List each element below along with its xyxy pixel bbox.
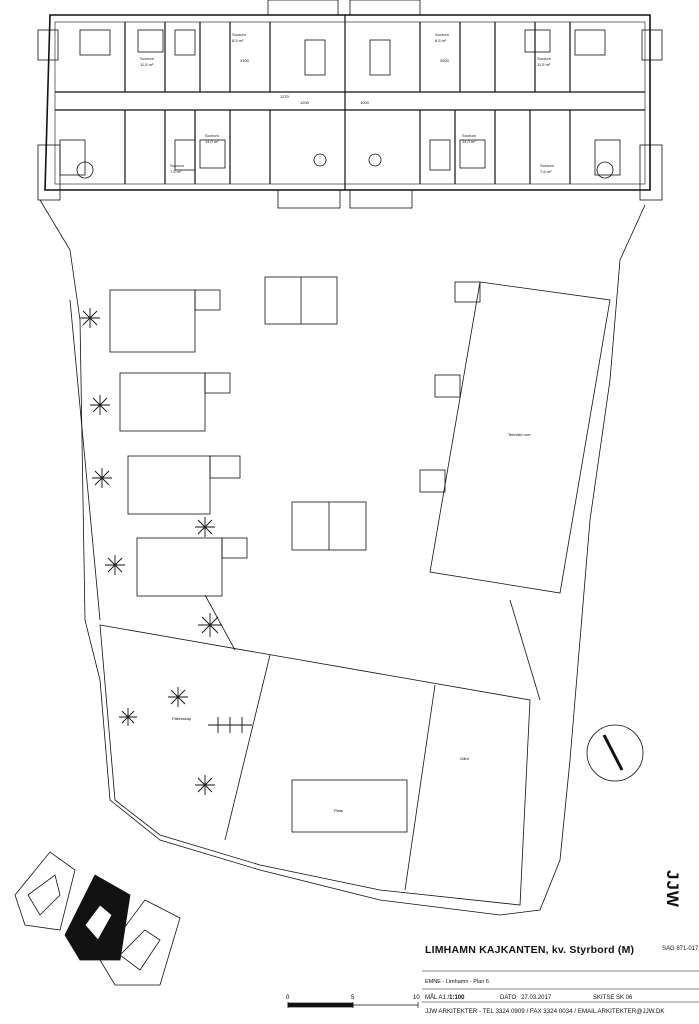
site-boundary — [39, 199, 646, 916]
dimension-label: 2500 — [440, 58, 450, 63]
scale-bar — [287, 1002, 419, 1008]
project-title: LIMHAMN KAJKANTEN, kv. Styrbord (M) — [425, 944, 635, 956]
room-area: 14,0 m² — [462, 139, 476, 144]
dimension-label: 1270 — [280, 94, 290, 99]
tree-icon — [80, 308, 252, 795]
north-arrow-icon — [586, 724, 644, 782]
room-area: 7,6 m² — [170, 169, 182, 174]
scale-tick-5: 5 — [351, 995, 355, 1001]
room-area: 7,6 m² — [540, 169, 552, 174]
room-label: Sovrum — [205, 133, 219, 138]
dimension-label: 2100 — [240, 58, 250, 63]
site-label: Tekniskt rum — [508, 432, 531, 437]
drawing-date: DATO 27.03.2017 — [500, 995, 552, 1001]
room-area: 8,5 m² — [435, 38, 447, 43]
case-number: SAG 871-017 — [662, 946, 699, 952]
room-area: 14,0 m² — [205, 139, 219, 144]
site-label: Fällesskap — [172, 716, 192, 721]
room-area: 8,5 m² — [232, 38, 244, 43]
room-label: Sovrum — [435, 32, 449, 37]
scale-tick-0: 0 — [286, 995, 290, 1001]
company-logo: JJW — [663, 870, 682, 908]
site-label: Plats — [334, 808, 343, 813]
key-plan — [14, 851, 181, 986]
drawing-scale: MÅL A1 /1:100 — [425, 995, 465, 1001]
room-area: 11,5 m² — [537, 62, 551, 67]
room-label: Sovrum — [232, 32, 246, 37]
dimension-label: 1200 — [300, 100, 310, 105]
site-label: Gård — [460, 756, 469, 761]
sketch-number: SKITSE SK 06 — [593, 995, 633, 1001]
dimension-label: 1000 — [360, 100, 370, 105]
room-label: Sovrum — [140, 56, 154, 61]
room-label: Sovrum — [537, 56, 551, 61]
room-label: Sovrum — [540, 163, 554, 168]
room-label: Sovrum — [170, 163, 184, 168]
room-area: 11,5 m² — [140, 62, 154, 67]
contact-line: JJW ARKITEKTER - TEL 3324 0909 / FAX 332… — [425, 1008, 665, 1015]
scale-tick-10: 10 — [413, 995, 420, 1001]
room-label: Sovrum — [462, 133, 476, 138]
building-outline — [44, 14, 651, 191]
drawing-subject: EMNE - Limhamn - Plan 6 — [425, 979, 489, 985]
